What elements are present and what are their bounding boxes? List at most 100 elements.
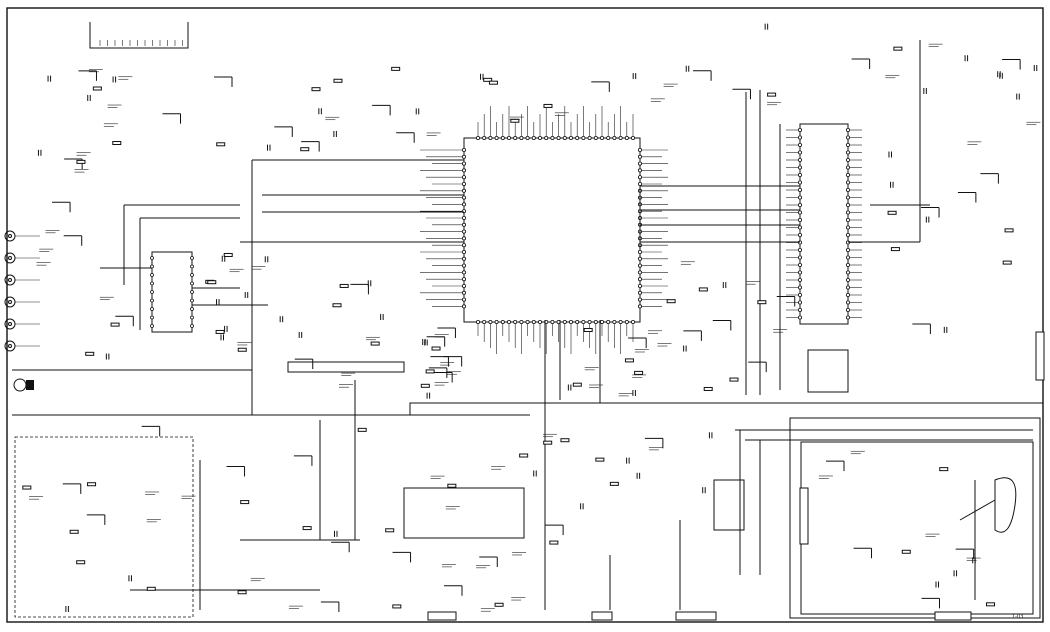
main-ic <box>420 106 668 354</box>
pin <box>846 210 851 215</box>
pin <box>593 135 598 140</box>
pin <box>506 135 511 140</box>
pin <box>846 225 851 230</box>
pin <box>461 304 466 309</box>
pin <box>538 319 543 324</box>
edge-connectors <box>287 331 1045 621</box>
pin <box>461 202 466 207</box>
pin <box>638 297 643 302</box>
pin <box>798 202 803 207</box>
pin <box>461 215 466 220</box>
components-scatter <box>22 23 1041 613</box>
pin <box>461 297 466 302</box>
pin <box>606 135 611 140</box>
pin <box>638 168 643 173</box>
pin <box>461 222 466 227</box>
pin <box>798 292 803 297</box>
power-supply-area <box>14 436 194 618</box>
pin <box>638 147 643 152</box>
pin <box>638 270 643 275</box>
pin <box>846 142 851 147</box>
pin <box>798 277 803 282</box>
top-left-connector <box>89 22 189 49</box>
pin <box>461 195 466 200</box>
pin <box>544 135 549 140</box>
outer-frame <box>6 7 1044 623</box>
pin <box>798 135 803 140</box>
pin <box>846 202 851 207</box>
pin <box>798 210 803 215</box>
pin <box>846 300 851 305</box>
pin <box>482 135 487 140</box>
pin <box>638 154 643 159</box>
pin <box>612 319 617 324</box>
pin <box>494 135 499 140</box>
main-ic-bottom-pins <box>475 319 636 354</box>
pin <box>587 135 592 140</box>
main-ic-right-pins <box>638 147 668 309</box>
pin <box>846 135 851 140</box>
pin <box>581 319 586 324</box>
pin <box>461 256 466 261</box>
pin <box>513 135 518 140</box>
pin <box>618 135 623 140</box>
crt-board-inner <box>800 441 1034 615</box>
pin <box>461 236 466 241</box>
pin <box>562 319 567 324</box>
pin <box>531 319 536 324</box>
pin <box>638 283 643 288</box>
page-tag: 1-03 <box>1012 614 1023 620</box>
pin <box>506 319 511 324</box>
pin <box>500 319 505 324</box>
pin <box>513 319 518 324</box>
pin <box>461 188 466 193</box>
pin <box>846 172 851 177</box>
pin <box>798 165 803 170</box>
pin <box>798 247 803 252</box>
pin <box>798 255 803 260</box>
pin <box>846 127 851 132</box>
pin <box>461 283 466 288</box>
pin <box>798 285 803 290</box>
pin <box>846 247 851 252</box>
transformer <box>713 479 745 531</box>
pin <box>798 232 803 237</box>
pin <box>519 135 524 140</box>
pin <box>475 135 480 140</box>
pin <box>587 319 592 324</box>
pin <box>638 161 643 166</box>
left-ic <box>150 251 194 333</box>
pin <box>461 175 466 180</box>
pin <box>846 187 851 192</box>
pin <box>798 180 803 185</box>
main-ic-left-pins <box>420 147 466 309</box>
pin <box>798 142 803 147</box>
pin <box>846 157 851 162</box>
pin <box>482 319 487 324</box>
pin <box>618 319 623 324</box>
pin <box>798 217 803 222</box>
pin <box>624 135 629 140</box>
pin <box>846 255 851 260</box>
pin <box>846 270 851 275</box>
pin <box>638 249 643 254</box>
pin <box>461 243 466 248</box>
pin <box>846 292 851 297</box>
pin <box>461 229 466 234</box>
mid-header <box>287 361 405 373</box>
section-dividers <box>12 349 1043 619</box>
pin <box>798 150 803 155</box>
pin <box>846 277 851 282</box>
main-ic-top-pins <box>475 106 636 140</box>
pin <box>562 135 567 140</box>
pin <box>846 232 851 237</box>
pin <box>461 168 466 173</box>
pin <box>846 315 851 320</box>
pin <box>846 180 851 185</box>
pin <box>461 270 466 275</box>
pin <box>488 135 493 140</box>
pin <box>461 147 466 152</box>
pin <box>550 135 555 140</box>
lower-ic-1 <box>403 487 525 539</box>
